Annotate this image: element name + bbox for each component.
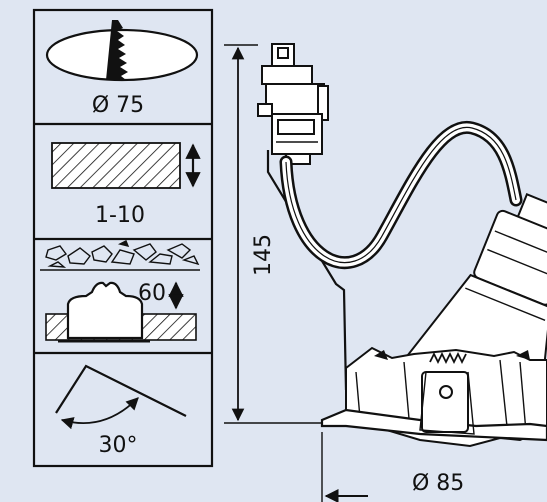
height-dimension: 145 [224, 44, 330, 424]
tilt-arc-arrow-icon [60, 397, 139, 430]
panel-cutout: Ø 75 [45, 20, 199, 118]
saw-blade-icon [106, 20, 128, 80]
panel-ceiling-thickness: 1-10 [51, 142, 201, 228]
tilt-angle-icon [55, 364, 187, 417]
panel-recess-depth: 60 [40, 240, 200, 343]
diameter-label: Ø 85 [412, 471, 464, 496]
insulation-gravel-icon [40, 240, 200, 271]
recessed-luminaire-icon [66, 281, 144, 340]
ceiling-thickness-label: 1-10 [95, 203, 145, 228]
ceiling-hatch-icon [51, 142, 181, 189]
cable-icon [279, 120, 523, 269]
diameter-dimension: Ø 85 [321, 432, 464, 502]
cutout-diameter-label: Ø 75 [92, 93, 144, 118]
installation-panels [32, 8, 214, 468]
luminaire-housing-icon [320, 346, 547, 448]
height-label: 145 [251, 234, 276, 276]
driver-connector-icon [257, 43, 329, 165]
support-wire-icon [266, 150, 348, 391]
recess-depth-label: 60 [138, 281, 166, 306]
tilt-angle-label: 30° [99, 433, 138, 458]
panel-tilt: 30° [55, 364, 187, 458]
